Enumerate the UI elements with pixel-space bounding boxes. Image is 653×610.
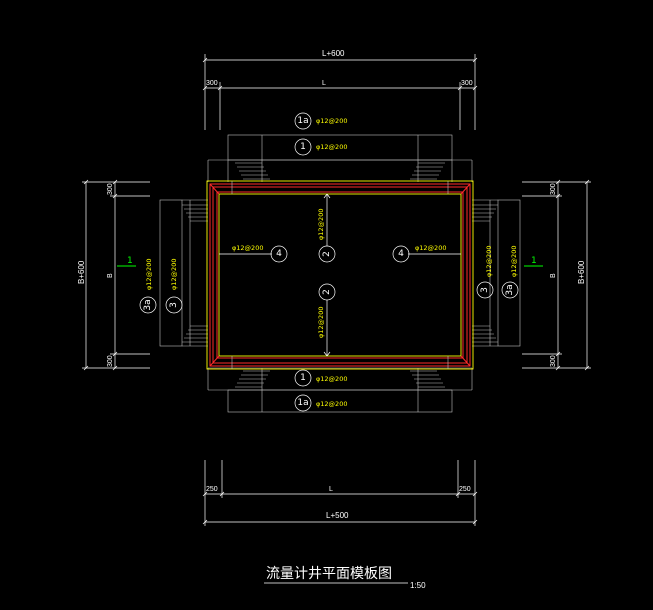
rebar-spec-3a-right: φ12@200 [510,246,518,277]
well-wall-plan [206,180,474,370]
bar-mark-1-bottom [294,369,312,387]
bar-mark-3-right [476,281,494,299]
svg-text:2: 2 [322,251,332,257]
svg-text:3a: 3a [143,299,153,310]
svg-text:4: 4 [398,249,404,259]
inner-yellow-outline [218,193,462,357]
rebar-spec-3-right: φ12@200 [485,246,493,277]
left-rebar-labels: 3 φ12@200 3a φ12@200 1 [117,256,183,314]
bar-mark-4-right [392,245,410,263]
rebar-spec-1a-top: φ12@200 [316,117,347,125]
dim-top-left: 300 [206,80,218,87]
svg-text:3: 3 [480,287,490,293]
interior-rebar-labels: 4 φ12@200 4 φ12@200 2 φ12@200 2 φ12@200 [219,193,461,357]
right-formwork-steps [472,199,521,347]
outer-rebar-red-2 [212,186,468,364]
top-dimension-group: L+600 300 L 300 [202,49,478,130]
drawing-title-block: 流量计井平面模板图 1:50 [264,566,426,590]
right-rebar-labels: 3 φ12@200 3a φ12@200 1 [476,246,543,299]
bar-mark-4-left [270,245,288,263]
rebar-spec-1a-bottom: φ12@200 [316,400,347,408]
bar-mark-1a-top [294,112,312,130]
dim-right-top: 300 [550,183,557,195]
rebar-spec-3a-left: φ12@200 [145,259,153,290]
bar-mark-3-left [165,296,183,314]
bar-mark-1a-bottom [294,394,312,412]
rebar-spec-4-right: φ12@200 [415,244,446,252]
section-mark-left: 1 [127,256,133,266]
dim-bottom-total: L+500 [326,511,349,520]
left-formwork-steps [159,199,208,347]
dim-right-total: B+600 [577,260,586,284]
dim-right-mid: B [550,273,557,278]
bar-mark-2-bottom [318,283,336,301]
inner-rebar-red [216,191,464,359]
dim-left-total: B+600 [77,260,86,284]
dim-bottom-left: 250 [206,486,218,493]
svg-text:1a: 1a [297,116,308,126]
rebar-spec-4-left: φ12@200 [232,244,263,252]
top-formwork-steps [207,134,473,182]
rebar-spec-3-left: φ12@200 [170,259,178,290]
bottom-dimension-group: 250 L 250 L+500 [202,460,478,526]
section-mark-right: 1 [531,256,537,266]
outer-rebar-red [209,183,471,367]
outer-yellow-outline [206,180,474,370]
left-dimension-group: B+600 300 B 300 [77,179,150,371]
bar-mark-2-top [318,245,336,263]
dim-right-bottom: 300 [550,355,557,367]
bar-mark-3a-right [501,281,519,299]
dim-left-bottom: 300 [107,355,114,367]
bar-mark-1-top [294,138,312,156]
bar-mark-3a-left [139,296,157,314]
dim-bottom-mid: L [329,486,333,493]
svg-text:3a: 3a [505,284,515,295]
svg-text:2: 2 [322,289,332,295]
rebar-spec-1-top: φ12@200 [316,143,347,151]
dim-top-mid: L [322,80,326,87]
dim-bottom-right: 250 [459,486,471,493]
bottom-formwork-steps [207,367,473,413]
svg-text:1: 1 [300,373,306,383]
svg-text:1a: 1a [297,398,308,408]
svg-text:3: 3 [169,302,179,308]
bottom-rebar-labels: 1 φ12@200 1a φ12@200 [294,369,347,412]
dim-left-top: 300 [107,183,114,195]
rebar-spec-2-bottom: φ12@200 [317,307,325,338]
drawing-title: 流量计井平面模板图 [266,566,392,582]
right-dimension-group: 300 B 300 B+600 [522,179,591,371]
top-rebar-labels: 1a φ12@200 1 φ12@200 [294,112,347,156]
drawing-scale: 1:50 [410,581,426,590]
rebar-spec-2-top: φ12@200 [317,209,325,240]
svg-text:4: 4 [276,249,282,259]
svg-text:1: 1 [300,142,306,152]
dim-top-total: L+600 [322,49,345,58]
dim-top-right: 300 [461,80,473,87]
dim-left-mid: B [107,273,114,278]
rebar-spec-1-bottom: φ12@200 [316,375,347,383]
